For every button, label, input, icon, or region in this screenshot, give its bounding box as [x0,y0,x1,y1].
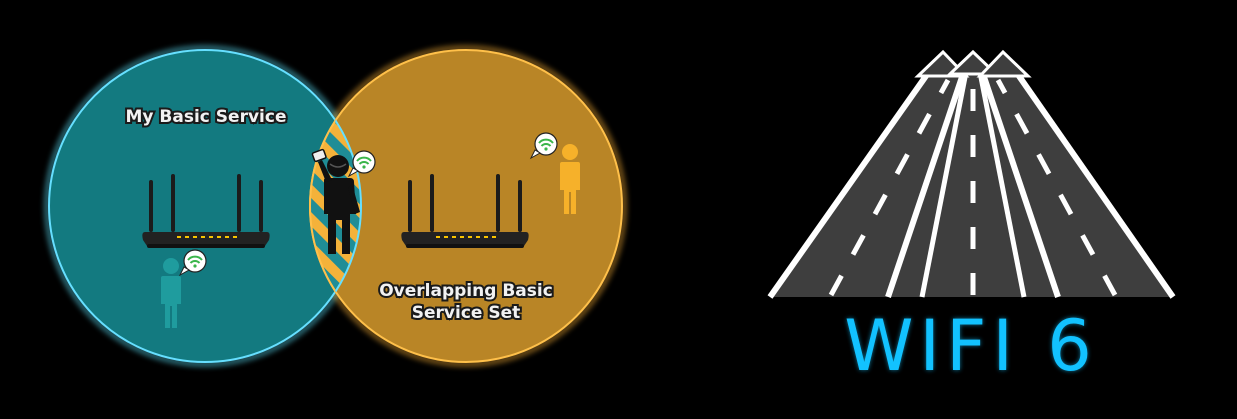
wifi6-title: WIFI 6 [844,305,1098,387]
obss-label-line2: Service Set [412,303,521,323]
overlap-user-person-icon [318,155,360,254]
my-bss-label: My Basic Service [126,107,287,127]
smartphone-icon [311,148,327,163]
wifi6-title-glow: WIFI 6 [844,305,1098,387]
road-arrow-icon [767,49,1176,299]
obss-label-line1: Overlapping Basic [379,281,553,301]
